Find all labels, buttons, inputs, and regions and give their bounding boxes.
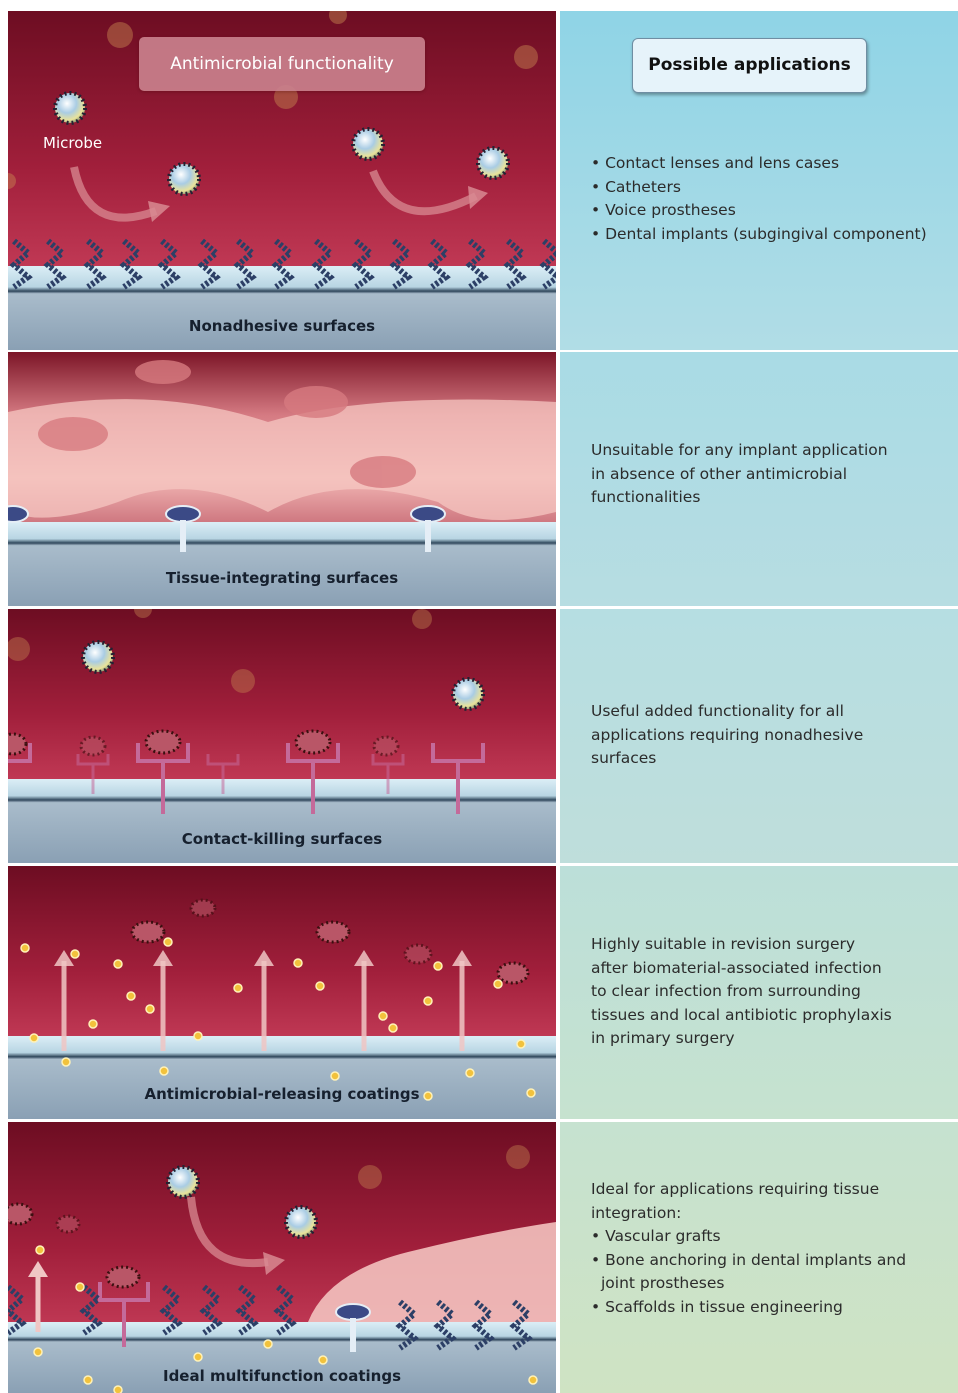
applications-panel-antimicrobial-releasing: Highly suitable in revision surgery afte…: [560, 866, 958, 1119]
application-line: Ideal for applications requiring tissue: [591, 1178, 944, 1202]
antimicrobial-releasing-illustration: Antimicrobial-releasing coatings: [8, 866, 556, 1119]
applications-panel-tissue-integrating: Unsuitable for any implant application i…: [560, 352, 958, 606]
applications-text-tissue-integrating: Unsuitable for any implant application i…: [591, 439, 944, 510]
possible-applications-badge: Possible applications: [632, 38, 867, 93]
nonadhesive-illustration: Antimicrobial functionality Microbe Nona…: [8, 11, 556, 350]
applications-text-contact-killing: Useful added functionality for all appli…: [591, 700, 944, 771]
surface-label-ideal-multifunction: Ideal multifunction coatings: [8, 1367, 556, 1385]
application-item: • Catheters: [591, 176, 944, 200]
applications-text-nonadhesive: • Contact lenses and lens cases • Cathet…: [591, 152, 944, 246]
row-nonadhesive: Antimicrobial functionality Microbe Nona…: [0, 11, 958, 350]
application-line: tissues and local antibiotic prophylaxis: [591, 1004, 944, 1028]
application-line: applications requiring nonadhesive: [591, 724, 944, 748]
application-item: • Contact lenses and lens cases: [591, 152, 944, 176]
surface-label-tissue-integrating: Tissue-integrating surfaces: [8, 569, 556, 587]
application-line: to clear infection from surrounding: [591, 980, 944, 1004]
applications-text-antimicrobial-releasing: Highly suitable in revision surgery afte…: [591, 933, 944, 1051]
ideal-multifunction-illustration: Ideal multifunction coatings: [8, 1122, 556, 1393]
application-line: after biomaterial-associated infection: [591, 957, 944, 981]
surface-label-antimicrobial-releasing: Antimicrobial-releasing coatings: [8, 1085, 556, 1103]
application-line: functionalities: [591, 486, 944, 510]
application-item-continuation: joint prostheses: [591, 1272, 944, 1296]
applications-text-ideal-multifunction: Ideal for applications requiring tissue …: [591, 1178, 944, 1319]
application-item: • Bone anchoring in dental implants and: [591, 1249, 944, 1273]
row-ideal-multifunction: Ideal multifunction coatings Ideal for a…: [0, 1122, 958, 1393]
application-line: in primary surgery: [591, 1027, 944, 1051]
application-item: • Dental implants (subgingival component…: [591, 223, 944, 247]
application-line: surfaces: [591, 747, 944, 771]
application-line: Useful added functionality for all: [591, 700, 944, 724]
application-item: • Scaffolds in tissue engineering: [591, 1296, 944, 1320]
contact-killing-illustration: Contact-killing surfaces: [8, 609, 556, 863]
applications-panel-ideal-multifunction: Ideal for applications requiring tissue …: [560, 1122, 958, 1393]
row-antimicrobial-releasing: Antimicrobial-releasing coatings Highly …: [0, 866, 958, 1119]
application-line: Unsuitable for any implant application: [591, 439, 944, 463]
application-line: integration:: [591, 1202, 944, 1226]
applications-panel-contact-killing: Useful added functionality for all appli…: [560, 609, 958, 863]
application-line: Highly suitable in revision surgery: [591, 933, 944, 957]
row-tissue-integrating: Tissue-integrating surfaces Unsuitable f…: [0, 352, 958, 606]
antimicrobial-functionality-badge: Antimicrobial functionality: [139, 37, 425, 91]
applications-panel-nonadhesive: Possible applications • Contact lenses a…: [560, 11, 958, 350]
tissue-integrating-illustration: Tissue-integrating surfaces: [8, 352, 556, 606]
surface-label-contact-killing: Contact-killing surfaces: [8, 830, 556, 848]
application-item: • Vascular grafts: [591, 1225, 944, 1249]
application-line: in absence of other antimicrobial: [591, 463, 944, 487]
application-item: • Voice prostheses: [591, 199, 944, 223]
microbe-label: Microbe: [43, 134, 102, 152]
surface-label-nonadhesive: Nonadhesive surfaces: [8, 317, 556, 335]
row-contact-killing: Contact-killing surfaces Useful added fu…: [0, 609, 958, 863]
